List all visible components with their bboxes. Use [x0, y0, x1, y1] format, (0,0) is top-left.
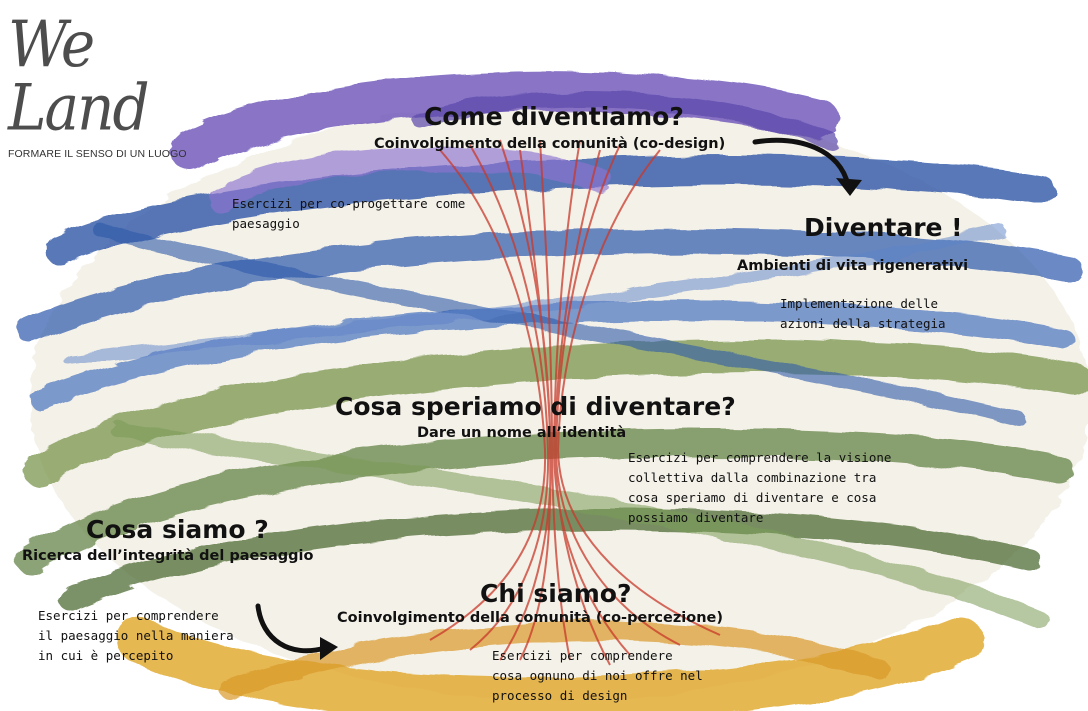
stage-subtitle-chi-siamo: Coinvolgimento della comunità (co-percez… — [337, 610, 723, 626]
stage-title-diventare: Diventare ! — [804, 213, 963, 242]
logo-tagline: FORMARE IL SENSO DI UN LUOGO — [8, 148, 208, 160]
note-line: cosa ognuno di noi offre nel — [492, 666, 703, 686]
stage-subtitle-cosa-speriamo: Dare un nome all’identità — [417, 425, 626, 441]
note-line: in cui è percepito — [38, 646, 234, 666]
stage-subtitle-come-diventiamo: Coinvolgimento della comunità (co-design… — [374, 136, 725, 152]
stage-note-chi-siamo: Esercizi per comprendere cosa ognuno di … — [492, 646, 703, 706]
note-line: processo di design — [492, 686, 703, 706]
note-line: cosa speriamo di diventare e cosa — [628, 488, 891, 508]
logo-wordmark: We Land — [8, 12, 208, 140]
note-line: il paesaggio nella maniera — [38, 626, 234, 646]
stage-title-cosa-siamo: Cosa siamo ? — [86, 515, 269, 544]
stage-title-cosa-speriamo: Cosa speriamo di diventare? — [335, 392, 736, 421]
note-line: collettiva dalla combinazione tra — [628, 468, 891, 488]
note-line: Implementazione delle — [780, 294, 946, 314]
note-line: paesaggio — [232, 214, 465, 234]
stage-note-diventare: Implementazione delle azioni della strat… — [780, 294, 946, 334]
note-line: Esercizi per comprendere — [38, 606, 234, 626]
note-line: Esercizi per comprendere — [492, 646, 703, 666]
stage-subtitle-cosa-siamo: Ricerca dell’integrità del paesaggio — [22, 548, 313, 564]
stage-note-cosa-siamo: Esercizi per comprendere il paesaggio ne… — [38, 606, 234, 666]
stage-note-come-diventiamo: Esercizi per co-progettare come paesaggi… — [232, 194, 465, 234]
stage-title-chi-siamo: Chi siamo? — [480, 579, 631, 608]
stage-note-cosa-speriamo: Esercizi per comprendere la visione coll… — [628, 448, 891, 528]
logo: We Land FORMARE IL SENSO DI UN LUOGO — [8, 12, 208, 160]
stage-title-come-diventiamo: Come diventiamo? — [424, 102, 684, 131]
note-line: Esercizi per comprendere la visione — [628, 448, 891, 468]
note-line: azioni della strategia — [780, 314, 946, 334]
note-line: possiamo diventare — [628, 508, 891, 528]
stage-subtitle-diventare: Ambienti di vita rigenerativi — [737, 258, 968, 274]
note-line: Esercizi per co-progettare come — [232, 194, 465, 214]
